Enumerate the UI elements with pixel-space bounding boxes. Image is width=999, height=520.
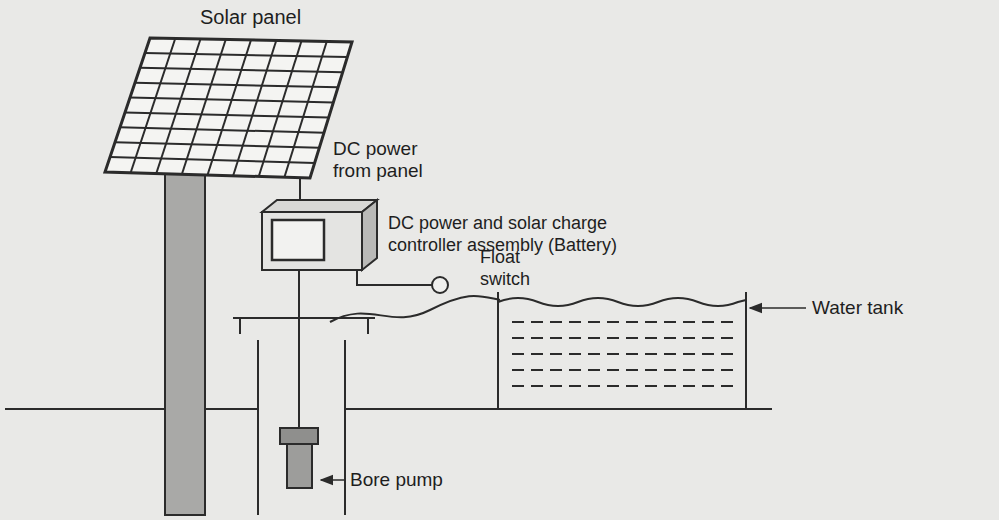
- panel-cell-line: [110, 157, 315, 163]
- water-level: [512, 322, 736, 386]
- panel-cell-line: [115, 142, 319, 148]
- part-label: Float switch: [480, 246, 542, 290]
- panel-cell-line: [284, 42, 326, 178]
- bore-cover: [240, 318, 368, 334]
- wire: [357, 270, 432, 285]
- part-label: Water tank: [812, 297, 903, 319]
- panel-cell-line: [130, 98, 333, 103]
- bore-wall: [344, 340, 346, 515]
- panel-cell-line: [145, 53, 347, 57]
- wire: [299, 178, 301, 200]
- bore-wall: [257, 340, 259, 515]
- water-dash: [512, 385, 736, 387]
- ground-line: [5, 408, 258, 410]
- water-dash: [512, 369, 736, 371]
- water-dash: [512, 337, 736, 339]
- tank-wall: [498, 292, 746, 409]
- water-dash: [512, 321, 736, 323]
- wire: [298, 270, 300, 428]
- leader-arrow: [321, 479, 345, 481]
- panel-cell-line: [125, 112, 329, 117]
- bore-pump-node: Bore pump: [280, 428, 318, 488]
- panel-cell-line: [140, 68, 343, 72]
- leader-arrow: [750, 307, 806, 309]
- panel-cell-line: [156, 39, 200, 174]
- float-switch-node: Float switch: [432, 277, 448, 293]
- solar-panel: [105, 38, 352, 178]
- water-dash: [512, 353, 736, 355]
- solar-panel-node: Solar panel: [105, 38, 352, 178]
- part-label: Bore pump: [350, 469, 443, 491]
- panel-pole: [165, 170, 205, 515]
- panel-cell-line: [131, 39, 176, 173]
- panel-cell-line: [135, 83, 338, 88]
- delivery-pipe: [330, 296, 500, 322]
- panel-cell-line: [208, 40, 252, 175]
- controller-front: [262, 212, 362, 270]
- controller-side: [362, 200, 377, 270]
- controller-screen: [272, 220, 324, 260]
- wire-label: DC power from panel: [333, 138, 438, 182]
- panel-frame: [105, 38, 352, 178]
- bore-cover: [233, 317, 375, 319]
- part-label: Solar panel: [200, 6, 301, 28]
- charge-controller-node: DC power and solar charge controller ass…: [262, 200, 377, 270]
- panel-cell-line: [120, 127, 324, 132]
- water-surface: [498, 298, 746, 306]
- part-label: DC power and solar charge controller ass…: [388, 212, 658, 256]
- pump-body: [287, 444, 312, 488]
- water-tank-node: Water tank: [498, 292, 746, 410]
- panel-cell-line: [182, 40, 226, 175]
- pump-cap: [280, 428, 318, 444]
- panel-cell-line: [233, 41, 276, 176]
- controller-top: [262, 200, 377, 212]
- float-ball: [432, 277, 448, 293]
- panel-cell-line: [259, 41, 302, 177]
